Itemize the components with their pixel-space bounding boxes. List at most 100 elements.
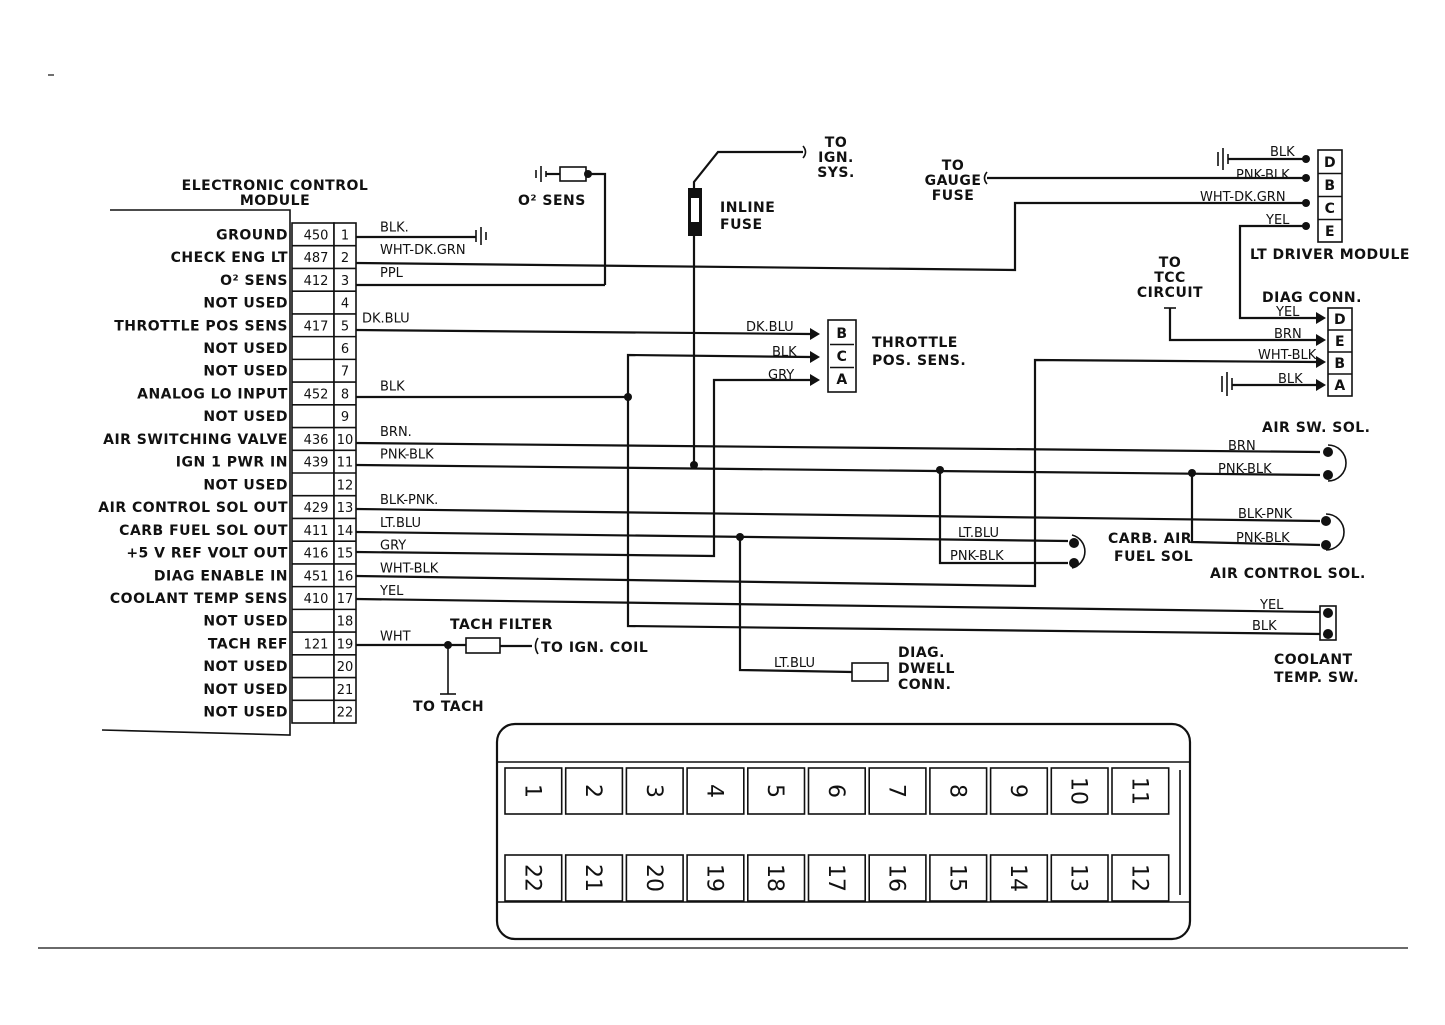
cavity-number: 9: [1005, 784, 1030, 798]
component-wire-color: BRN: [1274, 327, 1302, 342]
air-control-solenoid: [355, 473, 1345, 551]
ecm-pin-number: 6: [341, 342, 349, 357]
ecm-pin-label: THROTTLE POS SENS: [114, 318, 288, 334]
diag-plug-arrow: [1316, 356, 1326, 368]
connector-cavity: [746, 854, 806, 902]
ecm-circuit-number: 429: [304, 501, 329, 516]
connector-cavity: [929, 854, 988, 902]
component-wire-color: YEL: [1265, 213, 1290, 228]
cavity-number: 2: [580, 784, 605, 798]
ecm-pin-label: DIAG ENABLE IN: [154, 568, 288, 584]
ecm-wire-color: BLK.: [380, 220, 409, 235]
ecm-pin-number: 13: [337, 501, 354, 516]
connector-cavity: [625, 767, 684, 815]
ecm-pin-number: 21: [337, 683, 354, 698]
pin-letter: E: [1335, 334, 1345, 350]
component-wire-color: BLK: [772, 345, 797, 360]
gauge-fuse-label: TO: [942, 158, 964, 174]
air-switching-solenoid: [355, 441, 1347, 482]
ecm-pin-number: 3: [341, 274, 349, 289]
ecm-wire-color: BRN.: [380, 425, 412, 440]
connector-cavity: [504, 854, 563, 902]
cavity-number: 11: [1126, 777, 1151, 805]
ecm-wire-color: WHT-BLK: [380, 561, 439, 576]
cavity-number: 22: [519, 864, 544, 892]
ecm-pin-number: 4: [341, 297, 349, 312]
component-wire-labels: BLKPNK-BLKWHT-DK.GRNYELYELBRNWHT-BLKBLKD…: [746, 145, 1317, 634]
pin-letter: D: [1324, 155, 1336, 171]
connector-cavity: [929, 767, 988, 815]
cavity-number: 18: [762, 864, 787, 892]
inline-fuse-label: INLINE: [720, 200, 775, 216]
tps-label: THROTTLE: [872, 335, 958, 351]
pin-letter: D: [1334, 312, 1346, 328]
cavity-number: 19: [701, 864, 726, 892]
component-wire-color: YEL: [1259, 598, 1284, 613]
tcc-label: TO: [1159, 255, 1181, 271]
ecm-wire-color: DK.BLU: [362, 311, 410, 326]
connector-cavity: [989, 767, 1049, 815]
coolant-temp-switch: [355, 597, 1337, 641]
ecm-pin-number: 17: [337, 592, 354, 607]
ecm-circuit-number: 412: [304, 274, 329, 289]
tps-label-2: POS. SENS.: [872, 353, 966, 369]
connector-cavity: [989, 854, 1049, 902]
ecm-pin-label: CHECK ENG LT: [171, 250, 288, 266]
ecm-pin-number: 16: [337, 569, 354, 584]
cavity-number: 14: [1005, 864, 1030, 892]
connector-cavity: [686, 767, 745, 815]
connector-cavity: [564, 854, 624, 902]
ecm-circuit-number: 121: [304, 637, 329, 652]
lt-driver-module: [355, 148, 1343, 320]
pin-letter: B: [836, 326, 847, 342]
air-control-sol-label: AIR CONTROL SOL.: [1210, 566, 1366, 582]
component-wire-color: WHT-DK.GRN: [1200, 190, 1286, 205]
ecm-circuit-number: 411: [304, 524, 329, 539]
tps-plug-arrow: [810, 351, 820, 363]
tcc-wire: [1168, 308, 1318, 342]
ecm-pin-number: 11: [337, 456, 354, 471]
ign-coil-label: TO IGN. COIL: [541, 640, 648, 656]
o2-sensor-label: O² SENS: [518, 193, 586, 209]
connector-cavity: [686, 854, 745, 902]
ecm-pin-number: 2: [341, 251, 349, 266]
ecm-pin-number: 7: [341, 365, 349, 380]
cavity-number: 13: [1066, 864, 1091, 892]
pin-letter: C: [1325, 201, 1336, 217]
component-wire-color: BLK-PNK: [1238, 507, 1293, 522]
diag-conn-label: DIAG CONN.: [1262, 290, 1362, 306]
diag-plug-arrow: [1316, 379, 1326, 391]
ecm-pin-number: 8: [341, 387, 349, 402]
ecm-pin-label: AIR SWITCHING VALVE: [103, 432, 288, 448]
cavity-number: 15: [944, 864, 969, 892]
connector-cavity: [807, 854, 867, 902]
component-wire-color: LT.BLU: [958, 526, 999, 541]
pin-letter: A: [836, 372, 847, 388]
component-wire-color: DK.BLU: [746, 320, 794, 335]
ecm-pin-label: TACH REF: [208, 636, 288, 652]
cavity-number: 3: [641, 784, 666, 798]
ign-sys-label-2: IGN.: [818, 150, 854, 166]
ecm-pin-label: GROUND: [216, 227, 288, 243]
ecm-pin-label: NOT USED: [203, 409, 288, 425]
diag-plug-arrow: [1316, 334, 1326, 346]
component-wire-color: PNK-BLK: [1236, 168, 1290, 183]
ground-symbol-ecm: [475, 227, 487, 245]
o2-sensor: [535, 166, 607, 285]
ecm-pin-number: 15: [337, 547, 354, 562]
component-wire-color: YEL: [1275, 305, 1300, 320]
dwell-label-2: DWELL: [898, 661, 955, 677]
connector-cavity: [1050, 767, 1109, 815]
cavity-number: 21: [580, 864, 605, 892]
connector-cavity: [1050, 854, 1109, 902]
ecm-title: ELECTRONIC CONTROL: [182, 178, 369, 194]
ecm-pin-number: 20: [337, 660, 354, 675]
ecm-pin-label: COOLANT TEMP SENS: [110, 591, 288, 607]
ecm-title-line2: MODULE: [240, 193, 310, 209]
ecm-pin-number: 12: [337, 478, 354, 493]
tps-plug-arrow: [810, 328, 820, 340]
ecm-pin-label: NOT USED: [203, 364, 288, 380]
cavity-number: 20: [641, 864, 666, 892]
